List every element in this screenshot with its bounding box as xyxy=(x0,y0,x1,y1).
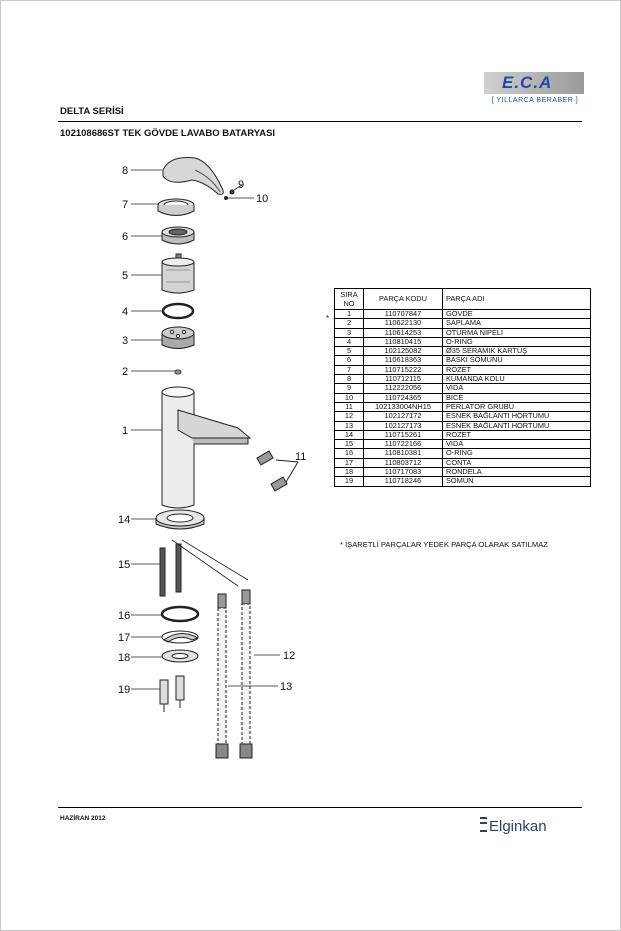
elginkan-mark-icon xyxy=(480,817,487,832)
part-name: ESNEK BAĞLANTI HORTUMU xyxy=(442,420,591,431)
logo-band xyxy=(484,72,584,94)
part-code: 110618363 xyxy=(363,355,443,366)
part-name: SOMUN xyxy=(442,476,591,487)
part-name: SAPLAMA xyxy=(442,318,591,329)
row-number: 2 xyxy=(334,318,364,329)
part-name: ESNEK BAĞLANTI HORTUMU xyxy=(442,411,591,422)
header-sira-no: SIRA NO xyxy=(334,288,364,310)
part-code: 102127173 xyxy=(363,420,443,431)
callout-15: 15 xyxy=(118,559,130,571)
part-code: 110810381 xyxy=(363,448,443,459)
row-number: 19 xyxy=(334,476,364,487)
footer-date: HAZİRAN 2012 xyxy=(60,815,106,822)
elginkan-logo: Elginkan xyxy=(480,817,547,835)
brand-name: Elginkan xyxy=(489,818,547,835)
callout-8: 8 xyxy=(122,165,128,177)
table-marker: * xyxy=(326,314,330,323)
part-code: 102127172 xyxy=(363,411,443,422)
part-15-screws xyxy=(159,539,249,597)
header-divider xyxy=(58,121,582,122)
row-number: 3 xyxy=(334,327,364,338)
callout-13: 13 xyxy=(280,681,292,693)
footer-divider xyxy=(58,807,582,808)
callout-18: 18 xyxy=(118,652,130,664)
part-5-cartridge xyxy=(161,253,195,294)
part-14-rosette xyxy=(155,509,205,530)
logo-subtitle: [ YILLARCA BERABER ] xyxy=(491,97,579,104)
header-parca-adi: PARÇA ADI xyxy=(442,288,591,310)
part-name: KUMANDA KOLU xyxy=(442,374,591,385)
callout-2: 2 xyxy=(122,366,128,378)
callout-6: 6 xyxy=(122,231,128,243)
spare-parts-note: * İŞARETLİ PARÇALAR YEDEK PARÇA OLARAK S… xyxy=(340,540,548,549)
callout-5: 5 xyxy=(122,270,128,282)
part-2-stud xyxy=(174,369,182,375)
part-1-body xyxy=(161,386,252,509)
row-number: 9 xyxy=(334,383,364,394)
part-3-nipple xyxy=(161,326,195,349)
leader-lines xyxy=(131,169,280,690)
part-19-nuts xyxy=(159,675,185,712)
part-7-rosette xyxy=(157,198,195,216)
callout-1: 1 xyxy=(122,425,128,437)
product-title: 102108686ST TEK GÖVDE LAVABO BATARYASI xyxy=(60,128,276,139)
callout-12: 12 xyxy=(283,650,295,662)
callout-7: 7 xyxy=(122,199,128,211)
callout-16: 16 xyxy=(118,610,130,622)
part-code: 110614253 xyxy=(363,327,443,338)
eca-logo: E.C.A [ YILLARCA BERABER ] xyxy=(484,72,586,110)
part-4-oring xyxy=(161,302,195,320)
part-code: 110622130 xyxy=(363,318,443,329)
part-name: O-RING xyxy=(442,448,591,459)
part-6-nut xyxy=(161,226,195,245)
table-header-row: SIRA NO PARÇA KODU PARÇA ADI xyxy=(334,288,591,310)
part-8-lever xyxy=(162,157,224,195)
part-13-hose xyxy=(215,593,229,759)
part-code: 110718246 xyxy=(363,476,443,487)
exploded-parts-diagram: 8 7 6 5 4 3 2 1 9 10 11 14 15 16 17 18 1… xyxy=(118,157,306,759)
logo-text: E.C.A xyxy=(502,73,553,92)
callout-19: 19 xyxy=(118,684,130,696)
part-12-hose xyxy=(239,589,253,759)
part-9-screw xyxy=(229,189,235,195)
part-name: BASKI SOMUNU xyxy=(442,355,591,366)
part-17-gasket xyxy=(163,633,200,643)
part-name: Ø35 SERAMIK KARTUŞ xyxy=(442,346,591,357)
callout-10: 10 xyxy=(256,193,268,205)
row-number: 6 xyxy=(334,355,364,366)
header-parca-kodu: PARÇA KODU xyxy=(363,288,443,310)
part-name: VIDA xyxy=(442,383,591,394)
part-10-cap xyxy=(224,196,228,200)
part-16-oring xyxy=(160,605,200,623)
part-code: 112222056 xyxy=(363,383,443,394)
callout-14: 14 xyxy=(118,514,130,526)
callout-9: 9 xyxy=(238,179,244,191)
row-number: 13 xyxy=(334,420,364,431)
part-name: OTURMA NIPELI xyxy=(442,327,591,338)
row-number: 12 xyxy=(334,411,364,422)
part-11-aerator xyxy=(256,450,299,492)
row-number: 16 xyxy=(334,448,364,459)
callout-3: 3 xyxy=(122,335,128,347)
part-name: ROZET xyxy=(442,429,591,441)
callout-4: 4 xyxy=(122,306,128,318)
callout-17: 17 xyxy=(118,632,130,644)
series-title: DELTA SERİSİ xyxy=(60,106,124,117)
callout-11: 11 xyxy=(295,451,306,463)
